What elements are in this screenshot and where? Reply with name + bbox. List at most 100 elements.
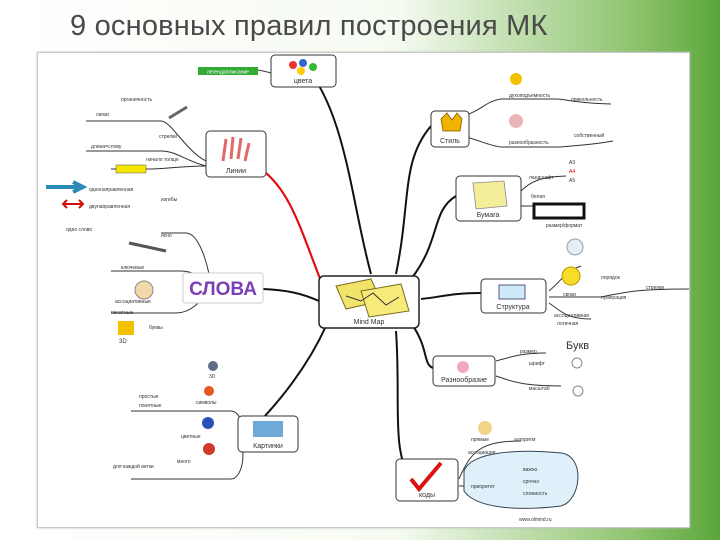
central-image[interactable]: Mind Map: [318, 275, 420, 329]
sub-line: [548, 302, 592, 320]
codes-sub-direct: прямые: [471, 437, 489, 443]
legend-bar: [198, 67, 258, 75]
words-sub-3d: 3D: [119, 339, 127, 345]
lines-sub-twoway: двунаправленная: [89, 204, 130, 210]
sphere-icon: [208, 361, 218, 371]
smiley-icon: [510, 73, 522, 85]
branch-codes[interactable]: коды: [395, 458, 459, 502]
variety-sub-font: шрифт: [529, 361, 546, 367]
branch-lines-label: Линии: [226, 168, 246, 175]
images-sub-many: много: [177, 459, 191, 465]
zoom-out-icon: [572, 385, 584, 397]
letter-block-icon: [118, 321, 134, 335]
cyclist-icon: [202, 417, 214, 429]
branch-variety-label: Разнообразие: [441, 376, 487, 384]
branch-line-style: [395, 125, 432, 275]
branch-line-paper: [410, 195, 457, 280]
lines-sub-curves: изгибы: [161, 197, 178, 203]
branch-paper[interactable]: Бумага: [455, 175, 522, 222]
branch-images[interactable]: Картинки: [237, 415, 299, 453]
images-sub-simple: простые: [139, 394, 159, 400]
structure-sub-assoc: ассоциативная: [554, 313, 589, 319]
words-sub-letters: буквы: [149, 325, 163, 331]
codes-bubble: [463, 450, 579, 509]
sub-line: [495, 375, 562, 387]
face-icon: [478, 421, 492, 435]
arrow-icon: [46, 180, 88, 194]
images-sub-3d: 3D: [209, 374, 216, 380]
codes-sub-important: важно: [523, 467, 537, 473]
branch-style[interactable]: Стиль: [430, 110, 470, 148]
variety-sub-size: размер: [520, 349, 537, 355]
paper-sub-white: белая: [531, 194, 545, 200]
branch-style-label: Стиль: [440, 138, 460, 145]
sub-line: [495, 352, 547, 362]
images-sub-each: для каждой ветки: [113, 463, 154, 470]
style-sub-2: прикольность: [571, 97, 603, 103]
paper-sub-size: размер/формат: [546, 223, 583, 229]
words-sub-clear: ясно: [161, 233, 172, 239]
branch-words[interactable]: СЛОВА: [182, 272, 264, 304]
paper-sub-a4: A4: [569, 169, 575, 175]
structure-sub-order: порядок: [601, 275, 621, 281]
lines-sub-oneway: однонаправленная: [89, 187, 133, 193]
branch-line-words: [262, 288, 320, 302]
variety-sub-letters: Букв: [566, 340, 589, 352]
images-sub-clear: понятные: [139, 403, 162, 409]
structure-sub-links: связи: [563, 292, 576, 298]
structure-sub-arrows: стрелки: [646, 285, 664, 291]
structure-sub-logic: логичная: [557, 321, 579, 327]
network-icon: [566, 238, 584, 256]
two-way-arrow-icon: [61, 199, 85, 209]
zoom-icon: [571, 357, 583, 369]
paper-sub-1: ландшафт: [529, 175, 554, 181]
codes-sub-algo: алгоритм: [514, 437, 536, 443]
style-sub-4: собственный: [574, 132, 604, 139]
branch-lines[interactable]: Линии: [205, 130, 267, 178]
branch-codes-label: коды: [419, 492, 435, 499]
branch-line-variety: [410, 322, 437, 370]
words-sub-assoc: ассоциативные: [115, 299, 151, 305]
words-sub-one: одно слово: [66, 227, 92, 233]
branch-paper-label: Бумага: [477, 212, 500, 219]
mind-map-canvas: Mind Map цвета легенда/описание Стиль ду…: [37, 52, 690, 528]
smiley-face-icon: [561, 266, 581, 286]
paper-sub-a5: A5: [569, 178, 575, 184]
radiation-icon: [204, 386, 214, 396]
images-sub-symbols: символы: [196, 400, 217, 406]
words-sub-key: ключевые: [121, 265, 144, 271]
lines-sub-arrows: стрелки: [159, 134, 177, 140]
codes-sub-priority: приоритет: [471, 484, 495, 490]
sub-line: [501, 98, 612, 105]
umbrella-icon: [203, 443, 215, 455]
sub-line: [600, 288, 689, 298]
slide-title: 9 основных правил построения МК: [70, 10, 548, 42]
highlight-box: [115, 164, 147, 174]
sub-line: [520, 175, 567, 192]
style-sub-3: разнообразность: [509, 140, 549, 146]
structure-sub-numbering: нумерация: [601, 295, 627, 301]
face-icon: [134, 280, 154, 300]
images-sub-colored: цветные: [181, 434, 201, 440]
lines-sub-thick: начало толще: [146, 157, 179, 163]
branch-line-structure: [420, 292, 482, 300]
branch-colors[interactable]: цвета: [270, 54, 337, 88]
branch-structure[interactable]: Структура: [480, 278, 547, 314]
branch-line-colors: [302, 62, 372, 275]
sub-line: [111, 165, 207, 170]
lines-sub-length: длина=слову: [91, 144, 122, 150]
words-sub-print: печатные: [111, 310, 133, 316]
branch-line-codes: [395, 330, 412, 480]
branch-images-label: Картинки: [253, 443, 283, 450]
branch-words-label: СЛОВА: [189, 279, 257, 300]
pencil-icon: [168, 105, 188, 120]
branch-variety[interactable]: Разнообразие: [432, 355, 496, 387]
codes-sub-assoc: ассоциация: [468, 450, 496, 456]
codes-sub-hard: сложность: [523, 491, 548, 497]
codes-sub-urgent: срочно: [523, 479, 539, 485]
legend-label: легенда/описание: [207, 70, 249, 76]
landscape-sheet-icon: [532, 202, 586, 220]
branch-colors-label: цвета: [294, 78, 312, 85]
mind-map-svg: Mind Map цвета легенда/описание Стиль ду…: [46, 54, 689, 523]
lines-sub-organic: органичность: [121, 97, 153, 103]
